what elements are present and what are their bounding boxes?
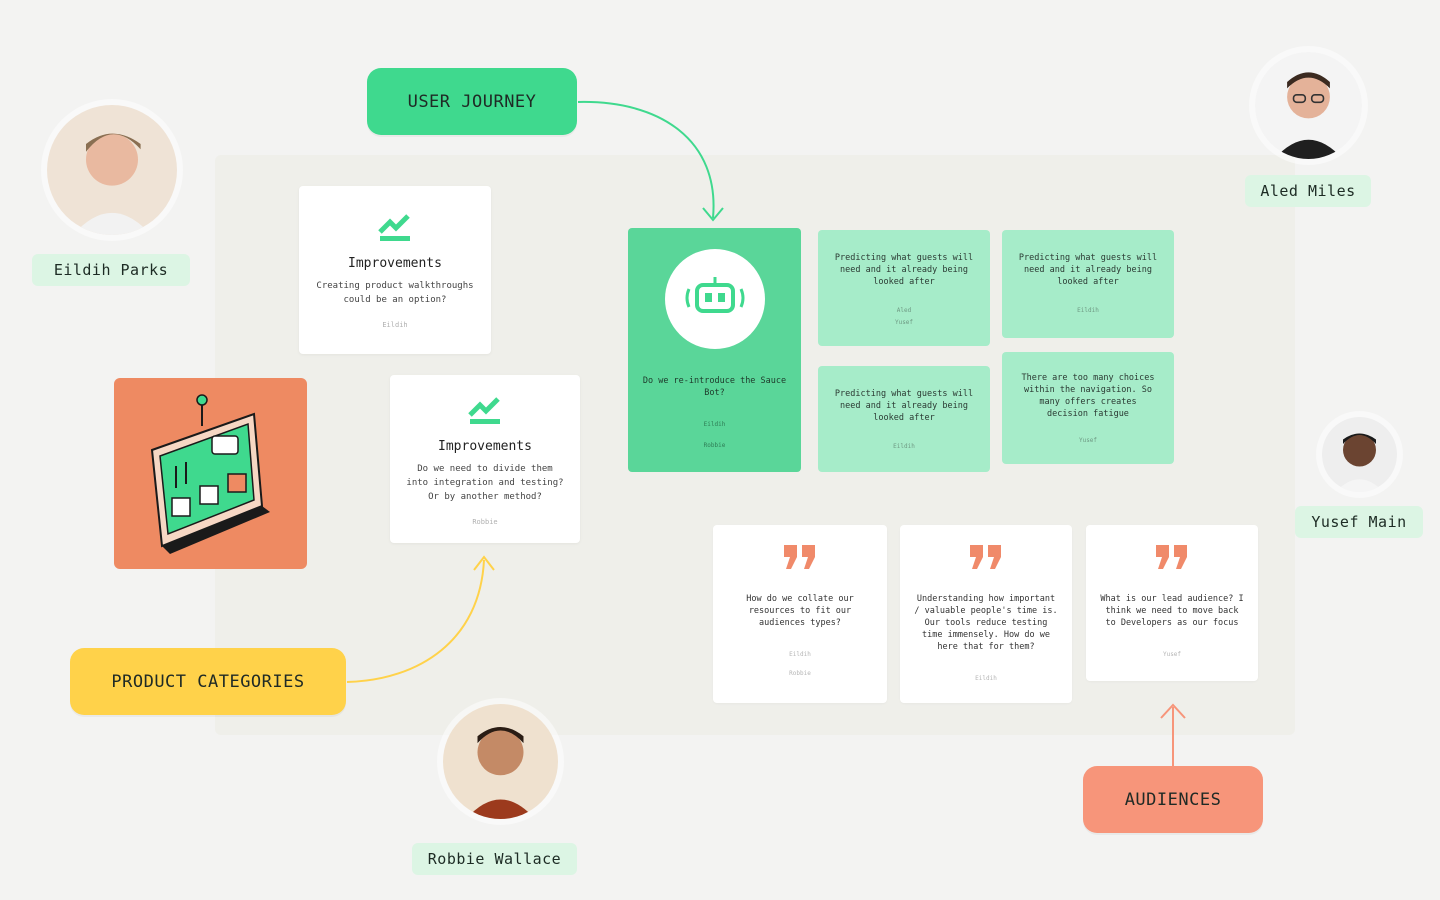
sticky-note[interactable]: Predicting what guests will need and it … [1002,230,1174,338]
card-author: Robbie [472,518,498,526]
card-title: Improvements [348,256,442,271]
bot-card-author: Eildih [703,421,726,428]
improvement-card[interactable]: Improvements Creating product walkthroug… [299,186,491,354]
bot-card-author: Robbie [703,442,726,449]
sticky-text: There are too many choices within the na… [1021,373,1155,419]
sticky-author: Eildih [893,443,915,450]
sauce-bot-card[interactable]: Do we re-introduce the Sauce Bot? Eildih… [628,228,801,472]
aled-avatar [1255,52,1362,159]
improvement-card[interactable]: Improvements Do we need to divide them i… [390,375,580,543]
card-author: Eildih [382,321,408,329]
chart-trend-icon [378,212,412,246]
quote-text: What is our lead audience? I think we ne… [1100,594,1244,628]
sticky-text: Predicting what guests will need and it … [1018,253,1158,287]
sticky-note[interactable]: Predicting what guests will need and it … [818,230,990,346]
bot-card-text: Do we re-introduce the Sauce Bot? [642,376,787,398]
product-categories-label[interactable]: PRODUCT CATEGORIES [70,648,346,715]
card-text: Do we need to divide them into integrati… [406,464,564,502]
audiences-label[interactable]: AUDIENCES [1083,766,1263,833]
quote-text: How do we collate our resources to fit o… [746,594,854,628]
chart-trend-icon [468,395,502,429]
card-text: Creating product walkthroughs could be a… [316,281,474,305]
sticky-author: Yusef [894,319,914,326]
quote-author: Eildih [789,651,811,658]
quote-icon [782,543,818,575]
sticky-author: Aled [896,307,912,314]
robbie-name-tag: Robbie Wallace [412,843,577,875]
bot-avatar [664,249,765,349]
yusef-avatar [1322,417,1397,492]
quote-icon [1154,543,1190,575]
quote-card[interactable]: What is our lead audience? I think we ne… [1086,525,1258,681]
aled-name-tag: Aled Miles [1245,175,1371,207]
quote-card[interactable]: Understanding how important / valuable p… [900,525,1072,703]
quote-icon [968,543,1004,575]
robot-icon [683,275,747,323]
sticky-author: Yusef [1078,437,1098,444]
eildih-avatar [47,105,177,235]
eildih-name-tag: Eildih Parks [32,254,190,286]
yusef-name-tag: Yusef Main [1295,506,1423,538]
monitor-illustration [114,378,307,569]
sticky-text: Predicting what guests will need and it … [834,389,974,423]
quote-card[interactable]: How do we collate our resources to fit o… [713,525,887,703]
sticky-note[interactable]: There are too many choices within the na… [1002,352,1174,464]
sticky-text: Predicting what guests will need and it … [834,253,974,287]
quote-author: Robbie [789,670,811,677]
sticky-author: Eildih [1077,307,1099,314]
quote-text: Understanding how important / valuable p… [914,594,1058,652]
card-title: Improvements [438,439,532,454]
robbie-avatar [443,704,558,819]
quote-author: Eildih [975,675,997,682]
sticky-note[interactable]: Predicting what guests will need and it … [818,366,990,472]
user-journey-label[interactable]: USER JOURNEY [367,68,577,135]
quote-author: Yusef [1162,651,1182,658]
